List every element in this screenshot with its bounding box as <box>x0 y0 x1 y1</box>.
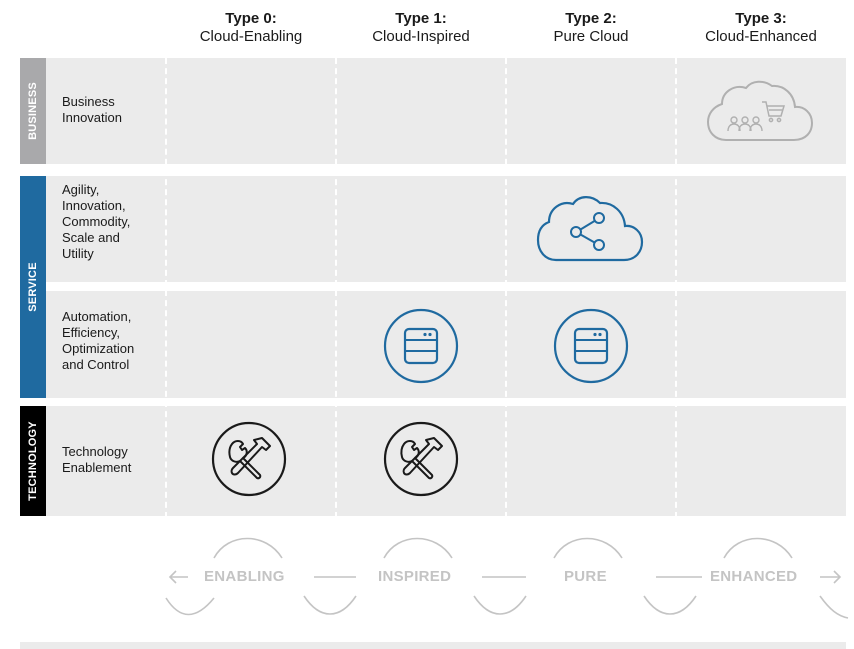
flow-waves <box>165 537 849 619</box>
column-header-type0: Type 0: Cloud-Enabling <box>166 10 336 46</box>
row-label-line: Technology <box>62 444 128 459</box>
column-type: Type 3: <box>735 10 787 27</box>
row-label-line: Innovation, <box>62 198 126 213</box>
wave-arc <box>553 537 623 559</box>
wave-arc <box>213 537 283 559</box>
column-name: Cloud-Enabling <box>199 28 303 45</box>
row-label-line: Utility <box>62 246 94 261</box>
server-icon <box>553 308 629 384</box>
flow-label-enhanced: ENHANCED <box>710 568 798 585</box>
column-divider <box>505 58 507 518</box>
row-label-line: Optimization <box>62 341 135 356</box>
section-label-technology: TECHNOLOGY <box>27 421 39 501</box>
row-label-line: and Control <box>62 357 130 372</box>
column-name: Cloud-Inspired <box>372 28 470 45</box>
row-label: Technology Enablement <box>62 444 131 476</box>
row-label: Agility, Innovation, Commodity, Scale an… <box>62 182 130 262</box>
column-name: Pure Cloud <box>553 28 629 45</box>
row-label-line: Commodity, <box>62 214 131 229</box>
cloud-share-icon <box>536 196 644 262</box>
column-type: Type 0: <box>225 10 277 27</box>
flow-label-inspired: INSPIRED <box>378 568 452 585</box>
column-name: Cloud-Enhanced <box>705 28 817 45</box>
column-header-type2: Type 2: Pure Cloud <box>506 10 676 46</box>
column-type: Type 1: <box>395 10 447 27</box>
flow-arrow-right-head <box>833 570 842 584</box>
column-header-type3: Type 3: Cloud-Enhanced <box>676 10 846 46</box>
server-icon <box>383 308 459 384</box>
flow-arrow-left-head <box>168 570 177 584</box>
wave-arc <box>383 537 453 559</box>
cloud-shopping-cart-people-icon <box>706 80 814 141</box>
wave-arc <box>723 537 793 559</box>
wave-arc <box>303 595 357 615</box>
column-divider <box>165 58 167 518</box>
row-label-line: Efficiency, <box>62 325 121 340</box>
wave-arc <box>165 597 215 616</box>
row-label-line: Scale and <box>62 230 120 245</box>
flow-label-pure: PURE <box>564 568 607 585</box>
section-label-service: SERVICE <box>27 262 39 312</box>
row-label-line: Agility, <box>62 182 100 197</box>
section-bar-service: SERVICE <box>20 176 46 398</box>
row-label-line: Enablement <box>62 460 132 475</box>
column-divider <box>335 58 337 518</box>
row-label-line: Business <box>62 94 115 109</box>
wave-arc <box>473 595 527 615</box>
row-label-line: Automation, <box>62 309 132 324</box>
row-automation: Automation, Efficiency, Optimization and… <box>46 291 846 398</box>
section-label-business: BUSINESS <box>27 82 39 140</box>
hammer-wrench-icon <box>211 421 287 497</box>
flow-label-enabling: ENABLING <box>204 568 285 585</box>
hammer-wrench-icon <box>383 421 459 497</box>
row-label: Automation, Efficiency, Optimization and… <box>62 309 134 373</box>
bottom-band <box>20 642 846 649</box>
column-type: Type 2: <box>565 10 617 27</box>
section-bar-business: BUSINESS <box>20 58 46 164</box>
column-header-type1: Type 1: Cloud-Inspired <box>336 10 506 46</box>
wave-arc <box>819 595 849 619</box>
row-agility: Agility, Innovation, Commodity, Scale an… <box>46 176 846 282</box>
row-label-line: Innovation <box>62 110 122 125</box>
column-divider <box>675 58 677 518</box>
section-bar-technology: TECHNOLOGY <box>20 406 46 516</box>
row-label: Business Innovation <box>62 94 122 126</box>
wave-arc <box>643 595 697 615</box>
row-technology-enablement: Technology Enablement <box>46 406 846 516</box>
